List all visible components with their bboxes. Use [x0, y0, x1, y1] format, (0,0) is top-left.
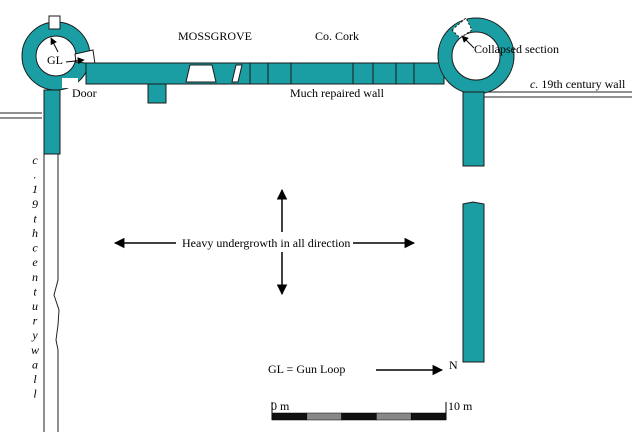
gun-loop-pointer	[50, 37, 59, 53]
scale-segment-light	[376, 412, 412, 421]
scale-start-label: 0 m	[271, 399, 290, 413]
scale-segment-light	[306, 412, 342, 421]
right-wall-label: c. 19th century wall	[530, 77, 626, 91]
vertical-label-char: u	[32, 299, 38, 313]
right-tower	[437, 17, 515, 95]
scale-bar: 0 m 10 m	[271, 399, 473, 421]
vertical-label-char: h	[32, 226, 38, 240]
scale-segment-dark	[271, 412, 308, 421]
left-19th-century-wall	[43, 150, 60, 432]
vertical-label-char: a	[32, 357, 38, 371]
left-wall-stub	[0, 112, 42, 119]
vertical-label-char: 9	[32, 197, 38, 211]
left-vertical-wall	[43, 89, 61, 155]
east-wall-lower	[462, 201, 485, 363]
undergrowth-label: Heavy undergrowth in all direction	[182, 236, 350, 250]
door-label: Door	[72, 86, 97, 100]
gun-loop-legend: GL = Gun Loop	[268, 362, 345, 376]
vertical-label-char: e	[32, 255, 38, 269]
vertical-label-char: y	[31, 328, 38, 342]
much-repaired-wall-label: Much repaired wall	[290, 86, 385, 100]
right-19th-century-wall	[478, 91, 632, 98]
scale-segment-dark	[341, 412, 377, 421]
door-gap	[62, 78, 78, 88]
undergrowth-arrows	[113, 188, 416, 296]
vertical-label-char: l	[33, 372, 37, 386]
gun-loop-pointer-2	[65, 57, 85, 65]
north-label: N	[449, 358, 458, 372]
county-name: Co. Cork	[315, 29, 359, 43]
vertical-label-char: l	[33, 387, 37, 401]
collapsed-section	[451, 17, 473, 39]
collapsed-section-pointer	[461, 35, 475, 49]
vertical-label-char: t	[33, 211, 37, 225]
scale-end-label: 10 m	[448, 399, 473, 413]
vertical-label-char: w	[31, 343, 39, 357]
vertical-label-char: n	[32, 270, 38, 284]
scale-segment-dark	[410, 412, 447, 421]
north-curtain-wall	[85, 62, 445, 104]
east-wall-upper	[462, 91, 485, 167]
collapsed-section-label: Collapsed section	[474, 42, 559, 56]
left-tower-opening	[48, 15, 61, 30]
vertical-label-char: 1	[32, 182, 38, 196]
vertical-label-char: c	[32, 153, 38, 167]
vertical-label-char: r	[33, 314, 38, 328]
vertical-label-char: t	[33, 284, 37, 298]
gun-loop-tag: GL	[47, 53, 63, 67]
vertical-label-char: c	[32, 241, 38, 255]
vertical-label-char: .	[34, 168, 37, 182]
site-name: MOSSGROVE	[178, 29, 252, 43]
